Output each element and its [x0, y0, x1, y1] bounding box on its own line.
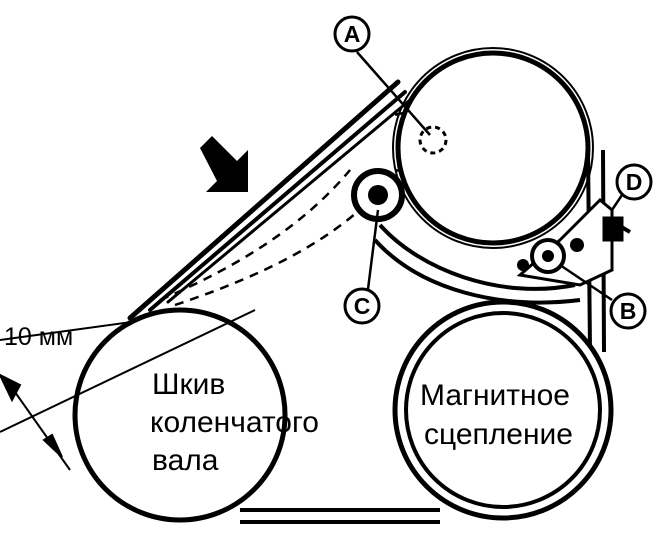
dimension-10mm	[0, 309, 256, 471]
upper-pulley	[395, 50, 591, 246]
callout-c: C	[343, 287, 381, 325]
clutch-label: Магнитное сцепление	[420, 379, 573, 451]
lower-belt	[240, 508, 440, 524]
dimension-label: 10 мм	[4, 323, 73, 351]
clutch-label-line-2: сцепление	[424, 418, 573, 451]
callout-a: A	[333, 15, 371, 53]
crankshaft-label: Шкив коленчатого вала	[150, 368, 319, 477]
callout-c-label: C	[354, 293, 371, 319]
magnetic-clutch-pulley	[392, 299, 614, 521]
press-arrow-icon	[200, 136, 248, 192]
upper-pulley-rim	[392, 47, 594, 249]
callout-leaders	[356, 51, 624, 302]
idler-pulley-b	[517, 238, 584, 274]
clutch-label-line-1: Магнитное	[420, 379, 570, 412]
callout-d: D	[615, 163, 653, 201]
crankshaft-label-line-3: вала	[152, 444, 219, 477]
callout-a-label: A	[344, 21, 361, 47]
crankshaft-label-line-2: коленчатого	[150, 406, 319, 439]
callout-b-label: B	[620, 298, 637, 324]
crankshaft-label-line-1: Шкив	[152, 368, 225, 401]
callout-b: B	[609, 292, 647, 330]
dashed-pulley-a	[418, 125, 448, 155]
callout-d-label: D	[626, 169, 643, 195]
idler-pulley-c	[351, 168, 405, 222]
upper-belt-span	[127, 79, 412, 321]
crankshaft-pulley	[72, 307, 288, 523]
